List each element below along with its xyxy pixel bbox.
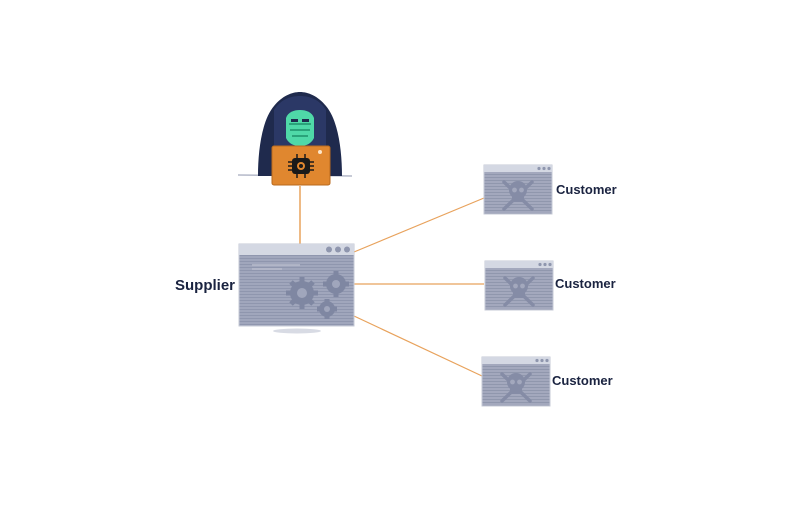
skull-crossbones-icon [502, 180, 534, 211]
skull-crossbones-icon [500, 372, 532, 403]
window-dot-icon [335, 246, 341, 253]
connection-lines [299, 186, 485, 377]
customer-window [481, 356, 551, 407]
skull-crossbones-icon [503, 276, 535, 307]
hooded-hacker-icon [237, 92, 353, 186]
supplier-window [238, 243, 355, 334]
customer-window [483, 164, 553, 215]
customer-window [484, 260, 554, 311]
customer-label: Customer [552, 373, 613, 388]
customer-label: Customer [555, 276, 616, 291]
supplier-to-customer-1-link [353, 197, 485, 253]
supplier-label: Supplier [175, 277, 236, 294]
supplier-to-customer-3-link [353, 315, 483, 377]
window-dot-icon [326, 246, 332, 253]
gears-icon [286, 271, 349, 319]
window-dot-icon [344, 246, 350, 253]
virus-chip-icon [288, 154, 314, 178]
customer-label: Customer [556, 182, 617, 197]
